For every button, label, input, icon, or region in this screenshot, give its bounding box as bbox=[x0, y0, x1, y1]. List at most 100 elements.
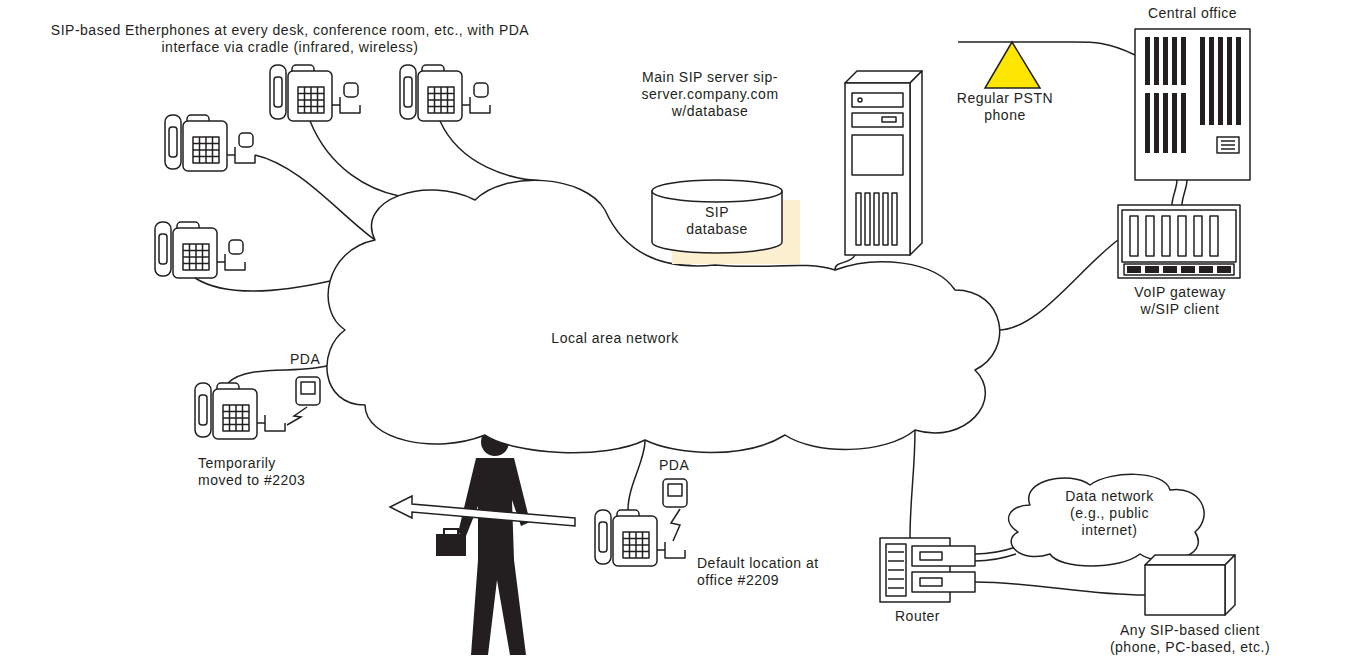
card-slot bbox=[1178, 216, 1186, 256]
connector-line bbox=[975, 582, 1145, 595]
handset-grip bbox=[159, 234, 167, 264]
client-top bbox=[1145, 555, 1235, 565]
drive-bay bbox=[852, 113, 903, 127]
keypad-line bbox=[317, 87, 319, 113]
pda-cradle bbox=[340, 97, 360, 113]
connector bbox=[998, 240, 1118, 330]
node-label: Central office bbox=[1125, 5, 1260, 22]
switch-bar bbox=[1163, 37, 1168, 85]
keypad bbox=[193, 137, 219, 163]
switch-bar bbox=[1181, 37, 1186, 85]
etherphone bbox=[270, 65, 360, 121]
switch-bar bbox=[1172, 93, 1177, 153]
switch-bar bbox=[1181, 93, 1186, 153]
central-office-cabinet bbox=[1135, 29, 1250, 180]
keypad-line bbox=[623, 544, 649, 546]
handset bbox=[400, 65, 416, 119]
pda-icon bbox=[663, 479, 687, 507]
data-network-outline bbox=[1009, 474, 1205, 566]
connector bbox=[975, 582, 1145, 595]
router-port bbox=[920, 578, 942, 586]
node-label: PDA bbox=[659, 457, 689, 474]
router: Router bbox=[870, 530, 985, 650]
handset bbox=[270, 65, 286, 119]
server-top bbox=[845, 71, 922, 83]
router-port bbox=[920, 552, 942, 560]
vent-slot bbox=[865, 193, 870, 245]
switch-bar bbox=[1218, 37, 1223, 125]
pda-cradle bbox=[235, 147, 255, 163]
wireless-bolt bbox=[671, 509, 680, 541]
keypad-line bbox=[447, 87, 449, 113]
router-slat bbox=[888, 569, 904, 571]
router-panel bbox=[886, 544, 906, 596]
pda-icon bbox=[474, 83, 488, 97]
keypad-line bbox=[298, 99, 324, 101]
phone-base bbox=[288, 71, 332, 121]
drive-bay bbox=[852, 93, 903, 107]
router-module bbox=[912, 546, 975, 566]
port-block bbox=[1199, 266, 1213, 273]
connector-line bbox=[975, 547, 1016, 554]
card-slot bbox=[1210, 216, 1218, 256]
handset-grip bbox=[599, 522, 607, 552]
node-label: Default location at office #2209 bbox=[697, 555, 827, 589]
keypad-line bbox=[202, 244, 204, 270]
lan-drop-line bbox=[440, 121, 544, 181]
drive-slot bbox=[882, 117, 896, 122]
keypad-line bbox=[223, 417, 249, 419]
switch-bar bbox=[1172, 37, 1177, 85]
handset bbox=[155, 222, 171, 276]
keypad-line bbox=[183, 256, 209, 258]
panel-line bbox=[1221, 148, 1235, 150]
router-module bbox=[912, 572, 975, 592]
node-label: VoIP gateway w/SIP client bbox=[1120, 284, 1240, 318]
card-slot bbox=[1130, 216, 1138, 256]
etherphone bbox=[165, 115, 255, 171]
phone-base bbox=[213, 389, 257, 439]
node-label: Temporarily moved to #2203 bbox=[198, 455, 323, 489]
connector bbox=[910, 430, 915, 538]
handset-grip bbox=[169, 127, 177, 157]
card-slot bbox=[1146, 216, 1154, 256]
switch-bar bbox=[1154, 93, 1159, 153]
keypad bbox=[623, 532, 649, 558]
lan-drop-line bbox=[255, 155, 375, 240]
cradle-cable bbox=[227, 154, 235, 156]
switch-bar bbox=[1163, 93, 1168, 153]
keypad-line bbox=[242, 405, 244, 431]
central-office-panel bbox=[1217, 137, 1239, 153]
keypad bbox=[298, 87, 324, 113]
port-block bbox=[1181, 266, 1195, 273]
cradle-cable bbox=[657, 549, 665, 551]
router-slat bbox=[888, 578, 904, 580]
pda-icon bbox=[296, 377, 320, 405]
cradle-cable bbox=[462, 104, 470, 106]
handset-grip bbox=[404, 77, 412, 107]
keypad-line bbox=[298, 106, 324, 108]
keypad-line bbox=[193, 149, 219, 151]
keypad-line bbox=[193, 156, 219, 158]
phone-base bbox=[613, 516, 657, 566]
router-slat bbox=[888, 560, 904, 562]
connector-line bbox=[975, 554, 1016, 561]
server-panel bbox=[852, 135, 903, 175]
etherphone: PDADefault location at office #2209 bbox=[585, 465, 835, 605]
node-label: Main SIP server sip-server.company.com w… bbox=[620, 69, 800, 120]
pda-icon bbox=[229, 240, 243, 254]
pstn-phone-symbol bbox=[985, 42, 1040, 88]
node-label: Router bbox=[870, 608, 965, 625]
router-icon bbox=[870, 530, 985, 650]
card-slot bbox=[1162, 216, 1170, 256]
node-label: Regular PSTN phone bbox=[950, 90, 1060, 124]
switch-bar bbox=[1236, 37, 1241, 125]
handset bbox=[165, 115, 181, 169]
vent-slot bbox=[883, 193, 888, 245]
gateway-base bbox=[1124, 264, 1234, 275]
connector-line bbox=[910, 430, 915, 538]
pda-screen bbox=[668, 484, 682, 496]
keypad bbox=[223, 405, 249, 431]
caption-text: SIP-based Etherphones at every desk, con… bbox=[45, 22, 535, 56]
switch-bar bbox=[1145, 37, 1150, 85]
keypad-line bbox=[428, 106, 454, 108]
